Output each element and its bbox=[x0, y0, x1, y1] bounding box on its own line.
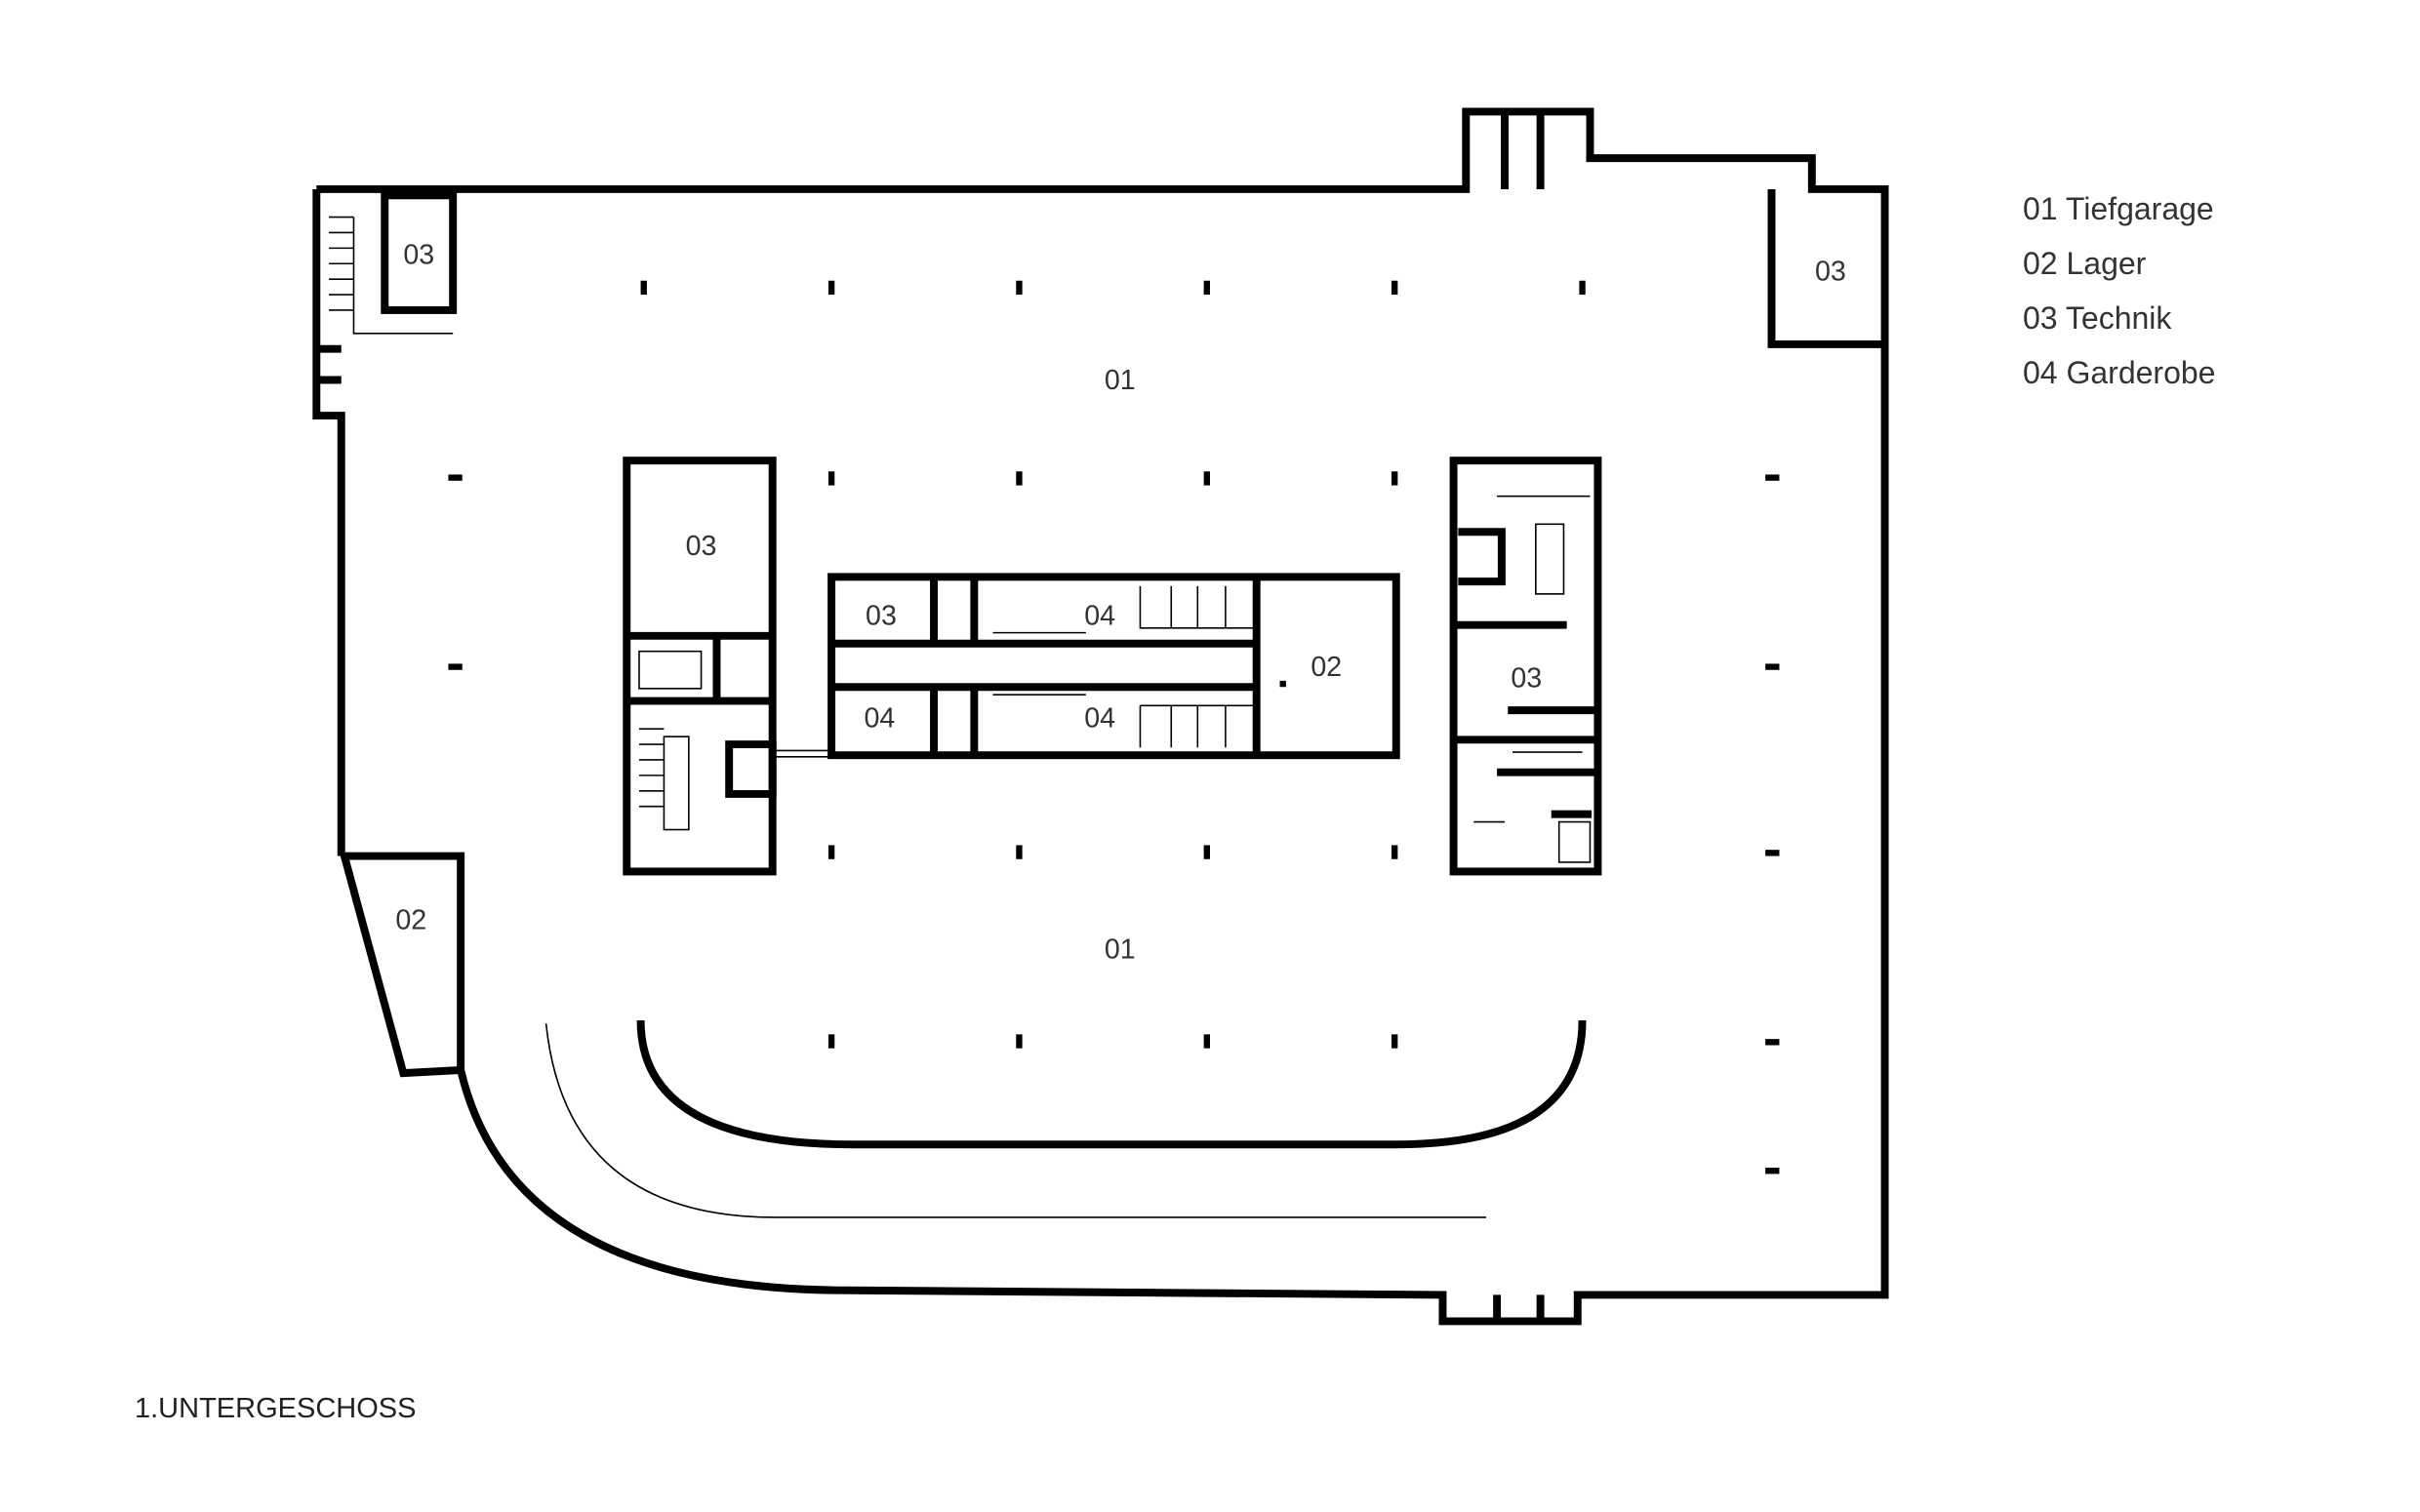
room-label: 04 bbox=[1084, 601, 1115, 632]
legend-name: Lager bbox=[2066, 246, 2147, 281]
right-core bbox=[1449, 457, 1602, 876]
room-label: 03 bbox=[403, 239, 434, 270]
room-label: 03 bbox=[1815, 257, 1846, 288]
center-block bbox=[827, 573, 1400, 760]
legend-name: Technik bbox=[2065, 300, 2172, 336]
room-label: 03 bbox=[686, 531, 717, 562]
room-label: 04 bbox=[1084, 703, 1115, 735]
room-labels: 01 01 03 03 03 03 03 04 04 04 02 02 bbox=[395, 239, 1845, 965]
legend-item: 04 Garderobe bbox=[2023, 345, 2215, 400]
legend-name: Tiefgarage bbox=[2065, 191, 2214, 226]
room-label: 03 bbox=[1511, 662, 1542, 694]
legend-item: 02 Lager bbox=[2023, 236, 2215, 291]
legend-code: 03 bbox=[2023, 300, 2058, 336]
plan-title: 1.UNTERGESCHOSS bbox=[135, 1393, 417, 1424]
left-core bbox=[623, 457, 832, 876]
outer-walls bbox=[312, 107, 1889, 1326]
legend-item: 01 Tiefgarage bbox=[2023, 181, 2215, 236]
room-label: 01 bbox=[1105, 365, 1136, 396]
room-label: 02 bbox=[1311, 652, 1342, 683]
legend-code: 02 bbox=[2023, 246, 2058, 281]
legend-item: 03 Technik bbox=[2023, 291, 2215, 345]
legend-code: 01 bbox=[2023, 191, 2058, 226]
columns bbox=[448, 280, 1780, 1174]
room-label: 01 bbox=[1105, 934, 1136, 965]
room-label: 02 bbox=[395, 904, 426, 935]
ramp bbox=[544, 1020, 1587, 1218]
legend-code: 04 bbox=[2023, 355, 2058, 390]
legend-name: Garderobe bbox=[2066, 355, 2216, 390]
legend: 01 Tiefgarage 02 Lager 03 Technik 04 Gar… bbox=[2023, 181, 2215, 400]
room-label: 04 bbox=[864, 703, 895, 735]
room-label: 03 bbox=[866, 601, 897, 632]
